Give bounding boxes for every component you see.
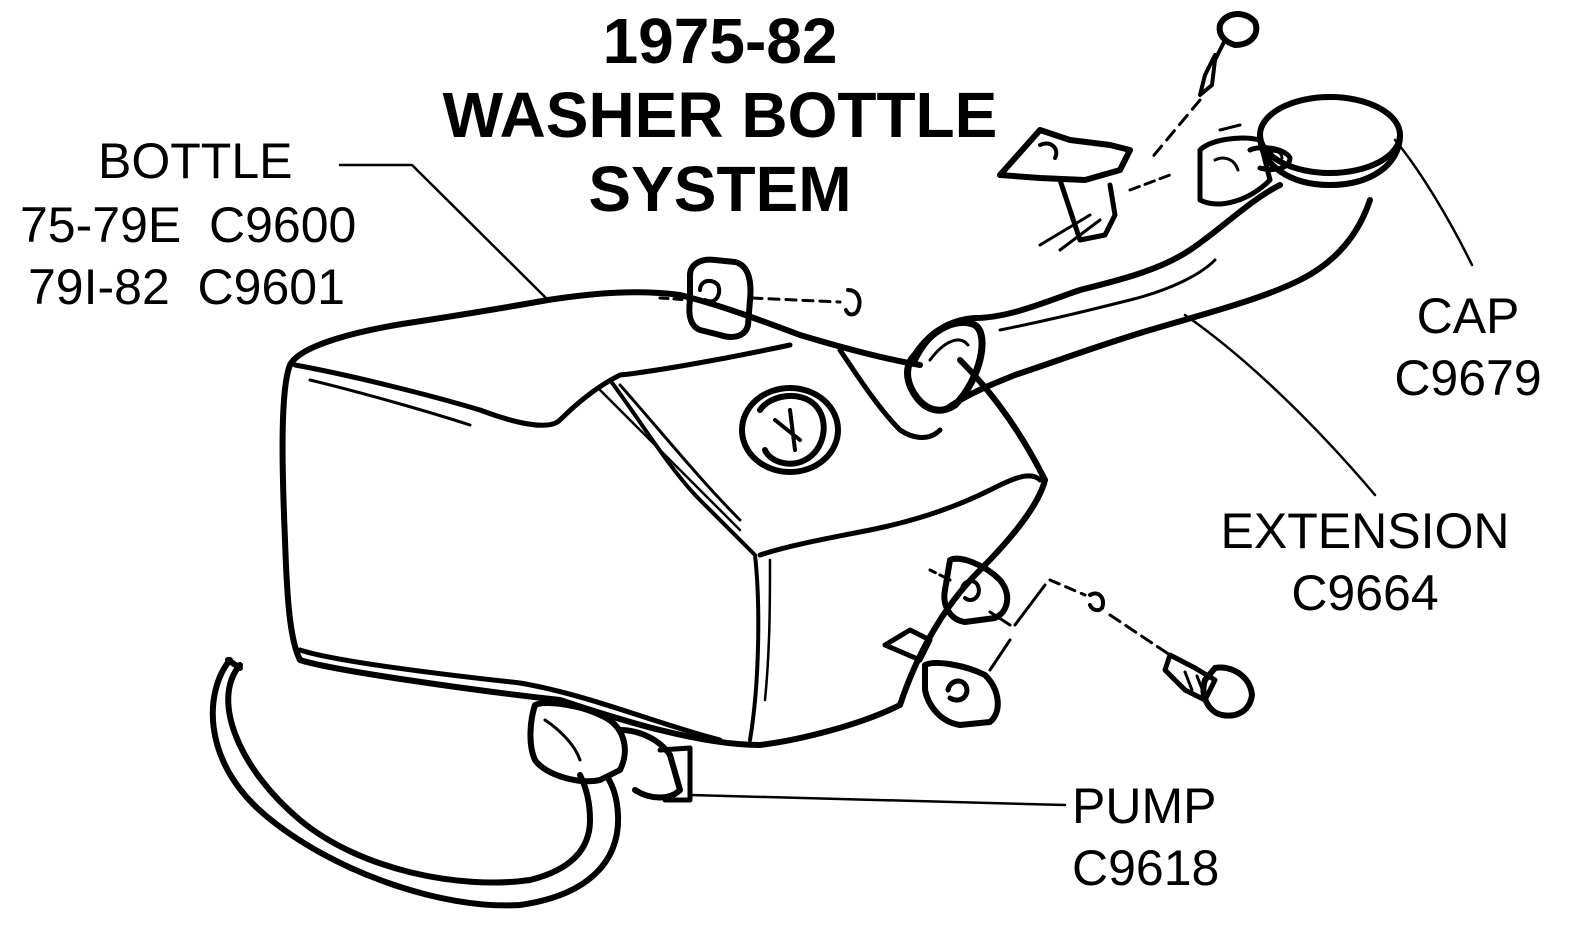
cap-part-number: C9679 <box>1394 350 1542 406</box>
cap-leader <box>1393 138 1474 267</box>
pump-callout: PUMP C9618 <box>1072 775 1219 899</box>
bottle-drawing <box>279 289 1048 748</box>
title-years: 1975-82 <box>602 5 838 77</box>
bottle-part-early: 75-79E C9600 <box>20 197 357 253</box>
lower-bracket-drawing <box>882 555 1012 728</box>
title-washer-bottle: WASHER BOTTLE <box>442 79 998 151</box>
pump-drawing <box>209 657 693 909</box>
bottle-callout: BOTTLE <box>98 130 292 192</box>
diagram-title: 1975-82 WASHER BOTTLE SYSTEM <box>340 4 1100 226</box>
top-bracket-drawing <box>658 256 862 340</box>
pump-part-number: C9618 <box>1072 840 1220 896</box>
extension-callout: EXTENSION C9664 <box>1195 500 1535 624</box>
lower-screw-drawing <box>1013 578 1255 719</box>
top-clip-drawing <box>997 11 1260 252</box>
leader-lines <box>338 138 1474 807</box>
cap-drawing <box>1247 94 1403 188</box>
cap-label: CAP <box>1416 288 1520 344</box>
extension-leader <box>1183 313 1377 497</box>
pump-label: PUMP <box>1072 778 1217 834</box>
extension-part-number: C9664 <box>1291 565 1439 621</box>
extension-label: EXTENSION <box>1220 503 1510 559</box>
cap-callout: CAP C9679 <box>1378 285 1558 409</box>
bottle-part-numbers: 75-79E C9600 79I-82 C9601 <box>20 194 356 318</box>
bottle-leader <box>338 163 550 302</box>
pump-leader <box>688 793 1067 807</box>
bottle-part-late: 79I-82 C9601 <box>28 259 345 315</box>
title-system: SYSTEM <box>588 153 852 225</box>
extension-tube-drawing <box>904 123 1373 414</box>
bottle-label: BOTTLE <box>98 133 293 189</box>
